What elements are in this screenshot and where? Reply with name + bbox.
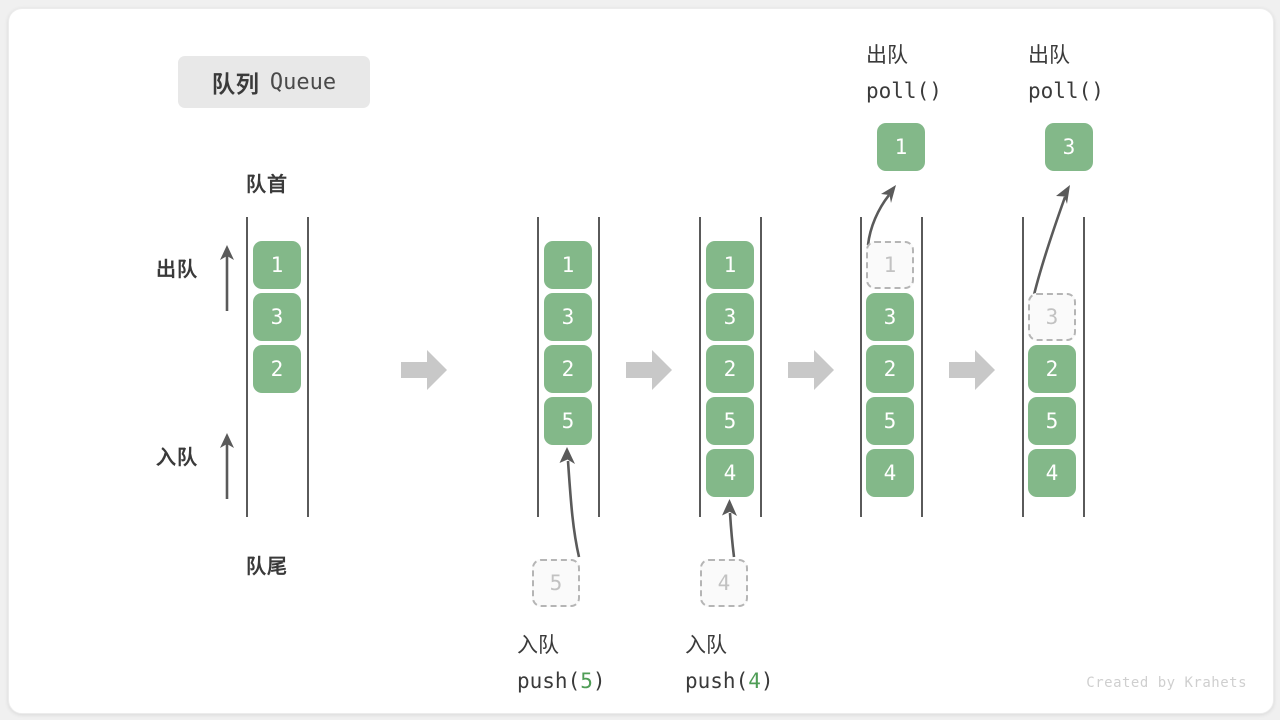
queue-box: 5 <box>1028 397 1076 445</box>
rail-right-col1 <box>307 217 309 517</box>
poll-caption-cn: 出队 <box>866 43 908 67</box>
poll-caption-code: poll() <box>1028 79 1104 103</box>
queue-box: 3 <box>706 293 754 341</box>
flow-arrow-icon <box>949 350 995 390</box>
queue-box: 2 <box>866 345 914 393</box>
rail-right-col3 <box>760 217 762 517</box>
queue-box: 2 <box>253 345 301 393</box>
poll-arrow-icon <box>858 183 902 246</box>
queue-box: 1 <box>544 241 592 289</box>
rail-right-col4 <box>921 217 923 517</box>
push-arrow-icon <box>712 497 748 558</box>
poll-caption: 出队 poll() <box>1028 37 1104 109</box>
outgoing-box: 1 <box>877 123 925 171</box>
front-label: 队首 <box>246 172 288 196</box>
push-caption-code: push(5) <box>517 669 606 693</box>
rail-right-col2 <box>598 217 600 517</box>
rail-left-col3 <box>699 217 701 517</box>
queue-box: 1 <box>253 241 301 289</box>
push-caption-cn: 入队 <box>517 633 559 657</box>
queue-box: 2 <box>544 345 592 393</box>
rail-left-col1 <box>246 217 248 517</box>
push-caption-code: push(4) <box>685 669 774 693</box>
rear-label: 队尾 <box>246 554 288 578</box>
queue-box: 5 <box>706 397 754 445</box>
title-cn: 队列 <box>211 72 260 98</box>
poll-caption: 出队 poll() <box>866 37 942 109</box>
queue-box-ghost: 3 <box>1028 293 1076 341</box>
diagram-card: 队列 Queue 队首 队尾 出队 入队 1 3 2 1 3 2 5 5 <box>8 8 1274 714</box>
flow-arrow-icon <box>401 350 447 390</box>
queue-box: 2 <box>1028 345 1076 393</box>
queue-box: 3 <box>544 293 592 341</box>
title-en: Queue <box>269 69 337 95</box>
rail-left-col4 <box>860 217 862 517</box>
queue-box: 5 <box>544 397 592 445</box>
poll-arrow-icon <box>1025 183 1077 300</box>
queue-box: 3 <box>253 293 301 341</box>
enqueue-arrow-icon <box>216 431 238 499</box>
flow-arrow-icon <box>626 350 672 390</box>
push-arrow-icon <box>549 445 589 558</box>
poll-caption-code: poll() <box>866 79 942 103</box>
incoming-ghost-box: 5 <box>532 559 580 607</box>
push-caption-cn: 入队 <box>685 633 727 657</box>
queue-box: 4 <box>1028 449 1076 497</box>
queue-box: 4 <box>866 449 914 497</box>
enqueue-label: 入队 <box>156 445 198 469</box>
flow-arrow-icon <box>788 350 834 390</box>
poll-caption-cn: 出队 <box>1028 43 1070 67</box>
queue-box: 5 <box>866 397 914 445</box>
queue-box: 4 <box>706 449 754 497</box>
outgoing-box: 3 <box>1045 123 1093 171</box>
rail-left-col2 <box>537 217 539 517</box>
push-caption: 入队 push(5) <box>517 627 606 699</box>
queue-box-ghost: 1 <box>866 241 914 289</box>
rail-right-col5 <box>1083 217 1085 517</box>
push-caption: 入队 push(4) <box>685 627 774 699</box>
queue-box: 2 <box>706 345 754 393</box>
title-badge: 队列 Queue <box>178 56 370 108</box>
dequeue-label: 出队 <box>156 257 198 281</box>
dequeue-arrow-icon <box>216 243 238 311</box>
rail-left-col5 <box>1022 217 1024 517</box>
queue-box: 1 <box>706 241 754 289</box>
credit-text: Created by Krahets <box>1086 675 1247 691</box>
queue-box: 3 <box>866 293 914 341</box>
incoming-ghost-box: 4 <box>700 559 748 607</box>
